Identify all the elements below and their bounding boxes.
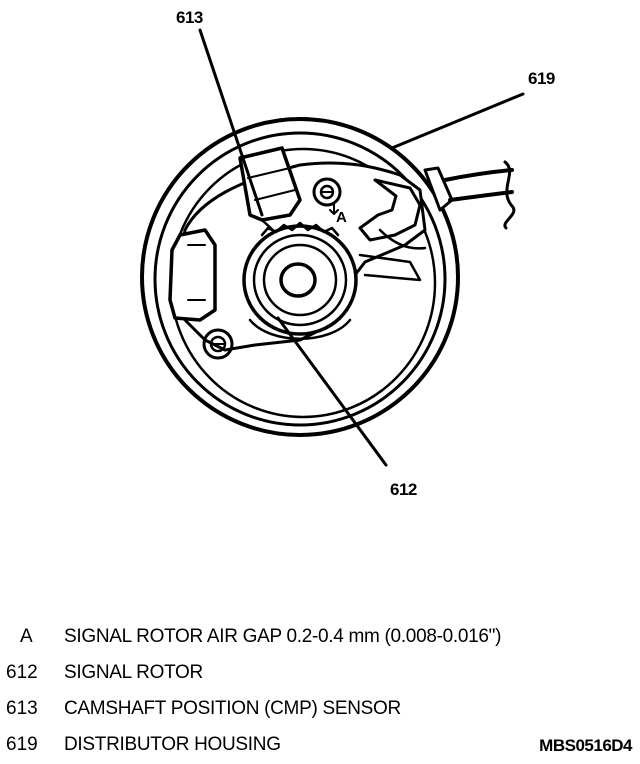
- callout-a: A: [336, 209, 347, 226]
- housing-inner-ring: [153, 131, 447, 427]
- legend-row-619: 619 DISTRIBUTOR HOUSING: [0, 734, 640, 764]
- distributor-shaft: [279, 262, 317, 298]
- legend-key: A: [20, 626, 33, 647]
- legend-text: CAMSHAFT POSITION (CMP) SENSOR: [64, 698, 401, 719]
- callout-619: 619: [528, 69, 555, 88]
- cmp-sensor: [238, 146, 302, 222]
- callout-612: 612: [390, 480, 417, 499]
- legend-text: DISTRIBUTOR HOUSING: [64, 734, 281, 755]
- legend-row-613: 613 CAMSHAFT POSITION (CMP) SENSOR: [0, 698, 640, 728]
- leader-619: [390, 92, 525, 150]
- housing-outer-ring: [140, 117, 460, 437]
- right-bracket-arm: [358, 178, 422, 242]
- distributor-diagram: A: [140, 28, 525, 467]
- legend-text: SIGNAL ROTOR: [64, 662, 203, 683]
- signal-rotor-outer: [242, 224, 358, 336]
- figure-id: MBS0516D4: [539, 736, 632, 755]
- legend-key: 612: [6, 662, 38, 683]
- top-screw: [312, 177, 342, 207]
- left-bracket: [168, 228, 217, 322]
- signal-rotor-mid: [252, 233, 348, 327]
- signal-rotor-inner: [262, 243, 338, 317]
- legend-row-a: A SIGNAL ROTOR AIR GAP 0.2-0.4 mm (0.008…: [0, 626, 640, 656]
- bottom-screw: [202, 328, 234, 360]
- rotor-teeth: [260, 221, 340, 237]
- callout-613: 613: [176, 8, 203, 27]
- legend-text: SIGNAL ROTOR AIR GAP 0.2-0.4 mm (0.008-0…: [64, 626, 502, 647]
- leader-613: [198, 28, 264, 217]
- legend-key: 613: [6, 698, 38, 719]
- legend-row-612: 612 SIGNAL ROTOR: [0, 662, 640, 692]
- air-gap-arrow: [329, 203, 339, 215]
- legend-key: 619: [6, 734, 38, 755]
- leader-612: [276, 316, 388, 467]
